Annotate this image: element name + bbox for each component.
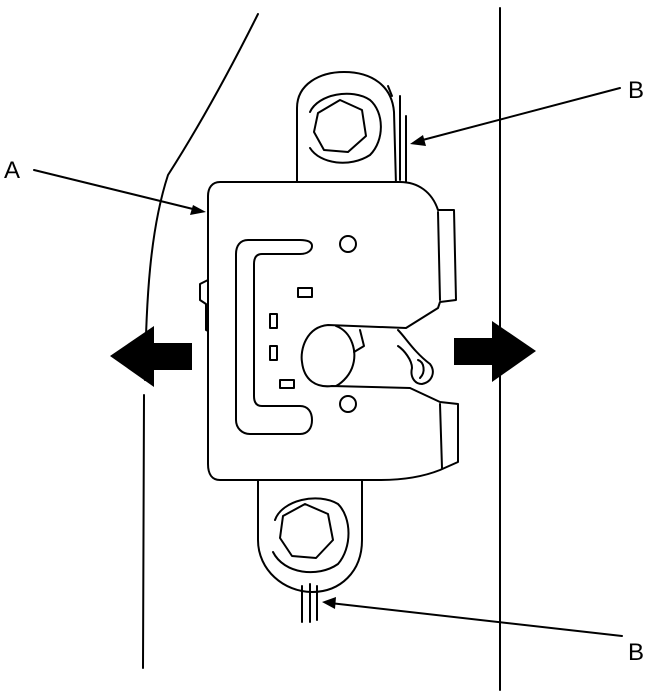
arrow-left-icon	[110, 326, 192, 387]
leader-line-a	[33, 169, 198, 211]
latch-claw	[335, 325, 356, 387]
upper-bolt	[313, 99, 367, 153]
latch-pawl-inner	[417, 359, 425, 379]
slot	[297, 287, 313, 298]
slot	[269, 313, 278, 329]
inner-channel	[235, 239, 313, 435]
door-edge-line-lower	[142, 394, 145, 669]
latch-detail	[353, 329, 365, 353]
latch-body	[207, 181, 459, 481]
callout-b-upper: B	[628, 77, 644, 104]
leader-arrowhead-b-lower	[322, 597, 336, 609]
callout-b-lower: B	[628, 639, 644, 666]
lower-mounting-tab	[257, 474, 363, 593]
latch-body-step-top	[437, 211, 441, 301]
leader-line-b-upper	[414, 87, 621, 143]
leader-line-b-lower	[329, 602, 623, 637]
latch-pawl	[397, 329, 434, 385]
upper-tab-detail	[387, 85, 393, 97]
door-edge-line	[144, 13, 259, 381]
slot	[269, 345, 278, 361]
leader-arrowhead-a	[190, 205, 206, 215]
callout-a: A	[4, 157, 20, 184]
rivet-hole-lower	[339, 395, 357, 413]
lower-bolt-flange	[272, 497, 350, 574]
leader-arrowhead-b-upper	[410, 135, 426, 146]
lower-bolt	[279, 503, 334, 559]
upper-bolt-flange	[309, 92, 382, 164]
rivet-hole-upper	[339, 235, 357, 253]
slot	[279, 379, 295, 389]
arrow-right-icon	[454, 321, 536, 382]
latch-body-step-bottom	[439, 403, 443, 469]
